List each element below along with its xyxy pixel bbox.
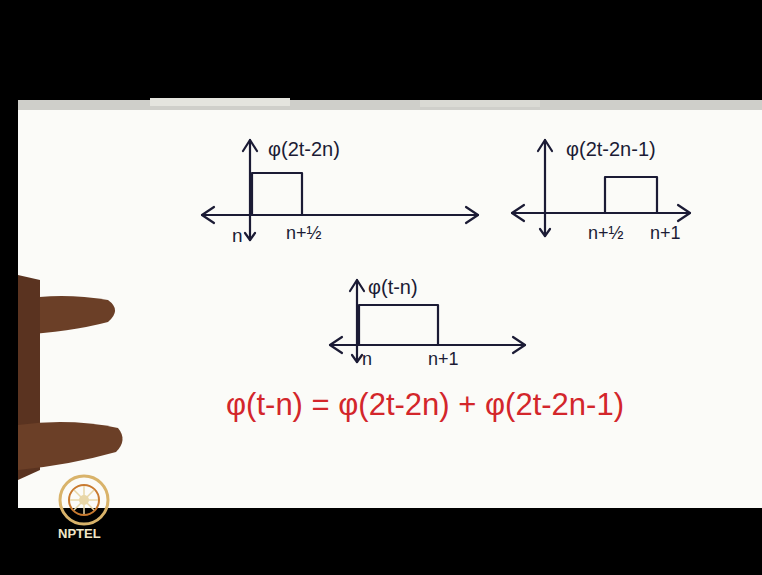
pulse-shape xyxy=(605,177,657,213)
pulse-shape xyxy=(252,173,302,215)
white-board xyxy=(18,100,762,508)
graph-axes xyxy=(330,280,525,362)
pulse-shape xyxy=(359,305,438,345)
axis-tick-label: n+½ xyxy=(588,224,624,244)
tape-strip xyxy=(150,98,290,106)
function-label: φ(2t-2n-1) xyxy=(566,138,656,160)
function-label: φ(t-n) xyxy=(368,276,418,298)
tape-strip xyxy=(18,100,762,110)
axis-tick-label: n xyxy=(362,350,372,370)
equation-text: φ(t-n) = φ(2t-2n) + φ(2t-2n-1) xyxy=(226,388,624,422)
nptel-logo xyxy=(60,476,108,524)
tape-strip xyxy=(420,100,540,107)
axis-tick-label: n+½ xyxy=(286,224,322,244)
logo-text: NPTEL xyxy=(58,527,101,541)
axis-tick-label: n+1 xyxy=(650,224,681,244)
axis-tick-label: n xyxy=(232,226,243,247)
function-label: φ(2t-2n) xyxy=(268,138,340,160)
axis-tick-label: n+1 xyxy=(428,350,459,370)
finger-shape xyxy=(18,422,123,470)
graph-axes xyxy=(202,140,478,240)
